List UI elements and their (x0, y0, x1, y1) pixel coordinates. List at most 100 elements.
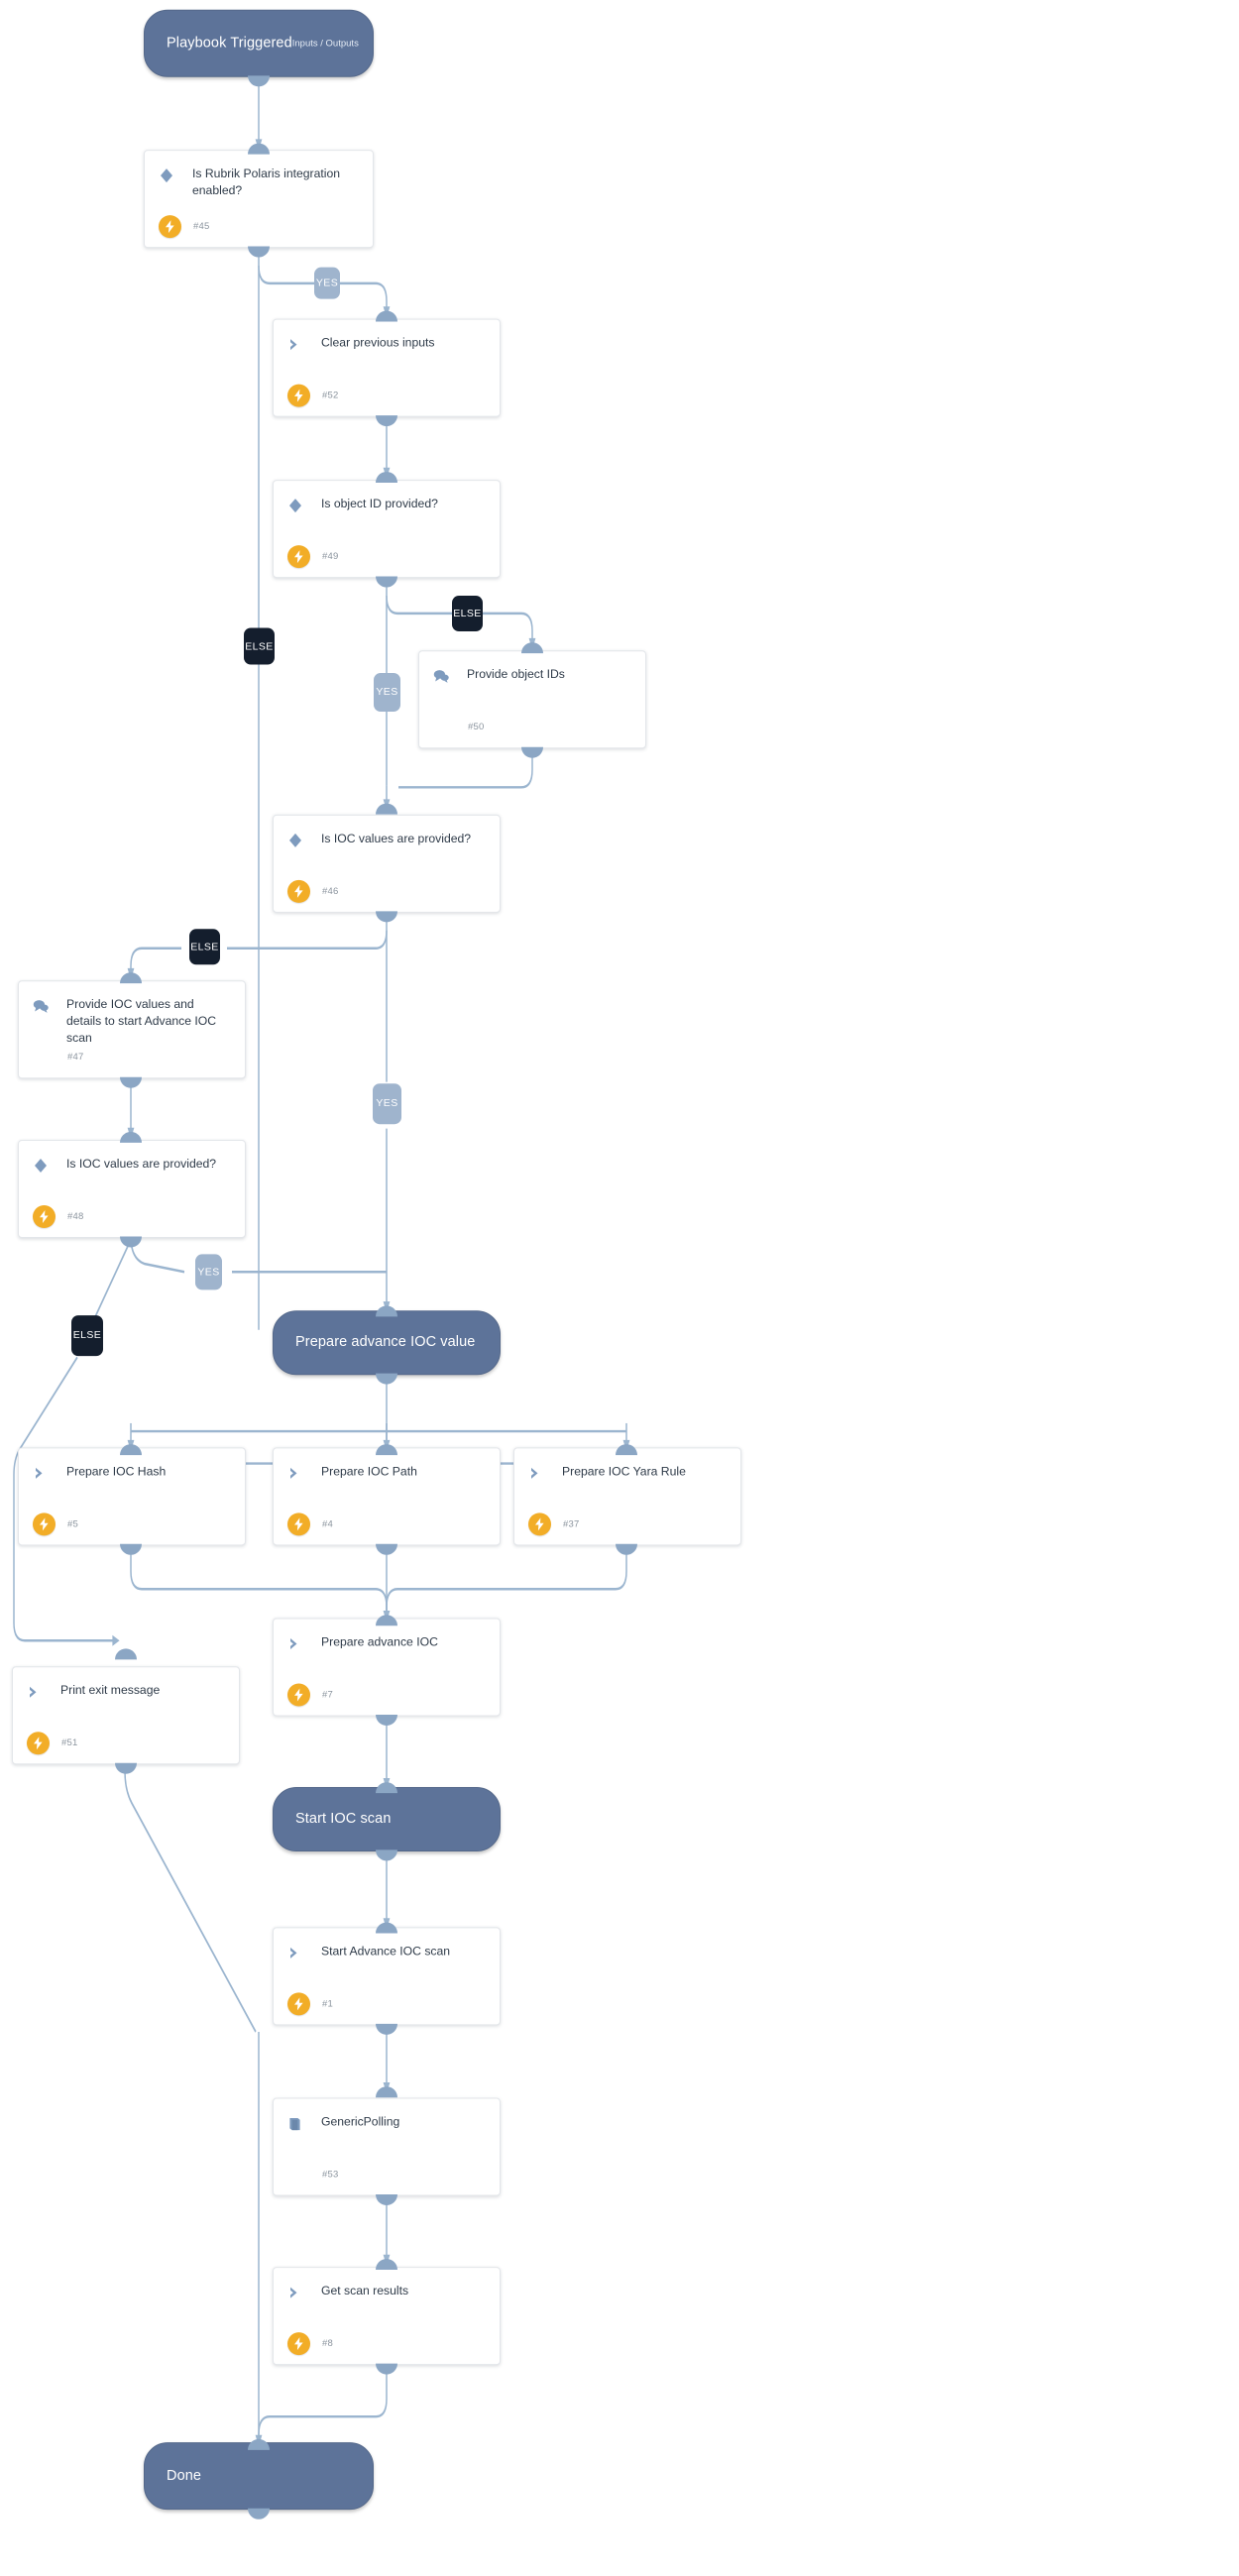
command-chevron-icon (528, 1462, 554, 1484)
node-print-exit-message[interactable]: Print exit message #51 (12, 1666, 240, 1765)
socket-out-trigger (248, 75, 270, 87)
node-7-title: Prepare advance IOC (321, 1634, 438, 1649)
automation-bolt-icon (528, 1512, 551, 1535)
socket-out-45 (248, 246, 270, 258)
socket-out-51 (115, 1762, 137, 1774)
socket-in-prepare-section (376, 1305, 397, 1317)
branch-label-else-45[interactable]: ELSE (244, 627, 275, 665)
socket-in-50 (521, 642, 543, 654)
node-is-ioc-values-are-provided-46[interactable]: Is IOC values are provided? #46 (273, 814, 501, 914)
node-get-scan-results[interactable]: Get scan results #8 (273, 2267, 501, 2366)
node-provide-ioc-values-and-details[interactable]: Provide IOC values and details to start … (18, 980, 246, 1079)
node-is-rubrik-polaris-integration-enabled[interactable]: Is Rubrik Polaris integration enabled? #… (144, 150, 374, 249)
node-52-id: #52 (322, 390, 339, 401)
node-37-id: #37 (563, 1517, 580, 1529)
section-start-ioc-scan[interactable]: Start IOC scan (273, 1787, 501, 1852)
socket-in-scan-section (376, 1782, 397, 1794)
socket-in-done (248, 2438, 270, 2450)
socket-out-49 (376, 576, 397, 588)
node-8-id: #8 (322, 2337, 333, 2349)
command-chevron-icon (33, 1462, 58, 1484)
automation-bolt-icon (287, 879, 310, 903)
socket-in-1 (376, 1922, 397, 1934)
automation-bolt-icon (27, 1731, 50, 1754)
node-genericpolling[interactable]: GenericPolling #53 (273, 2097, 501, 2196)
automation-bolt-icon (287, 1512, 310, 1535)
node-5-title: Prepare IOC Hash (66, 1464, 167, 1479)
node-prepare-advance-ioc[interactable]: Prepare advance IOC #7 (273, 1618, 501, 1717)
automation-bolt-icon (287, 2331, 310, 2355)
socket-out-scan-section (376, 1849, 397, 1861)
branch-label-else-46[interactable]: ELSE (189, 929, 220, 964)
node-5-footer: #5 (33, 1512, 78, 1535)
branch-label-else-49[interactable]: ELSE (452, 596, 483, 631)
trigger-inputs-outputs-link[interactable]: Inputs / Outputs (291, 38, 359, 50)
socket-out-48 (120, 1236, 142, 1248)
node-49-footer: #49 (287, 544, 338, 568)
node-4-id: #4 (322, 1517, 333, 1529)
node-46-id: #46 (322, 885, 339, 897)
branch-label-yes-46[interactable]: YES (373, 1083, 401, 1124)
socket-out-done (248, 2508, 270, 2520)
node-49-id: #49 (322, 550, 339, 562)
node-37-title: Prepare IOC Yara Rule (562, 1464, 686, 1479)
socket-out-5 (120, 1543, 142, 1555)
node-45-footer: #45 (159, 214, 209, 238)
automation-bolt-icon (33, 1204, 56, 1228)
node-45-title: Is Rubrik Polaris integration enabled? (192, 167, 341, 198)
condition-diamond-icon (159, 165, 184, 186)
socket-out-prepare-section (376, 1373, 397, 1385)
socket-out-1 (376, 2023, 397, 2035)
node-is-ioc-values-are-provided-48[interactable]: Is IOC values are provided? #48 (18, 1140, 246, 1239)
socket-out-47 (120, 1076, 142, 1088)
node-prepare-ioc-yara-rule[interactable]: Prepare IOC Yara Rule #37 (513, 1447, 741, 1546)
node-start-advance-ioc-scan[interactable]: Start Advance IOC scan #1 (273, 1927, 501, 2026)
socket-in-8 (376, 2258, 397, 2270)
automation-bolt-icon (33, 1512, 56, 1535)
node-53-title: GenericPolling (321, 2114, 400, 2129)
automation-bolt-icon (287, 1683, 310, 1707)
socket-in-49 (376, 471, 397, 483)
node-46-footer: #46 (287, 879, 338, 903)
node-51-title: Print exit message (60, 1683, 161, 1698)
node-is-object-id-provided[interactable]: Is object ID provided? #49 (273, 480, 501, 579)
node-8-footer: #8 (287, 2331, 333, 2355)
condition-diamond-icon (287, 830, 313, 851)
socket-in-4 (376, 1444, 397, 1456)
socket-out-7 (376, 1714, 397, 1726)
branch-label-else-48[interactable]: ELSE (71, 1315, 103, 1356)
socket-out-52 (376, 415, 397, 427)
node-48-footer: #48 (33, 1204, 83, 1228)
node-1-id: #1 (322, 1997, 333, 2009)
node-provide-object-ids[interactable]: Provide object IDs #50 (418, 650, 646, 749)
node-7-footer: #7 (287, 1683, 333, 1707)
socket-out-37 (616, 1543, 637, 1555)
node-clear-previous-inputs[interactable]: Clear previous inputs #52 (273, 318, 501, 417)
node-prepare-ioc-hash[interactable]: Prepare IOC Hash #5 (18, 1447, 246, 1546)
trigger-title: Playbook Triggered (167, 35, 292, 52)
branch-label-yes-48[interactable]: YES (195, 1254, 222, 1290)
section-prepare-advance-ioc-value[interactable]: Prepare advance IOC value (273, 1310, 501, 1376)
condition-diamond-icon (33, 1155, 58, 1176)
node-prepare-ioc-path[interactable]: Prepare IOC Path #4 (273, 1447, 501, 1546)
node-4-footer: #4 (287, 1512, 333, 1535)
node-done[interactable]: Done (144, 2442, 374, 2511)
socket-in-37 (616, 1444, 637, 1456)
node-1-footer: #1 (287, 1991, 333, 2015)
node-52-footer: #52 (287, 384, 338, 407)
branch-label-yes-45[interactable]: YES (314, 267, 340, 300)
socket-in-53 (376, 2086, 397, 2098)
node-47-title: Provide IOC values and details to start … (66, 997, 217, 1046)
command-chevron-icon (287, 334, 313, 356)
node-playbook-triggered[interactable]: Playbook Triggered Inputs / Outputs (144, 9, 374, 77)
socket-out-50 (521, 746, 543, 758)
node-51-footer: #51 (27, 1731, 77, 1754)
condition-diamond-icon (287, 495, 313, 516)
socket-out-46 (376, 911, 397, 923)
section-prepare-title: Prepare advance IOC value (295, 1334, 476, 1351)
node-1-title: Start Advance IOC scan (321, 1944, 451, 1959)
node-37-footer: #37 (528, 1512, 579, 1535)
node-49-title: Is object ID provided? (321, 497, 438, 511)
branch-label-yes-49[interactable]: YES (374, 672, 400, 712)
